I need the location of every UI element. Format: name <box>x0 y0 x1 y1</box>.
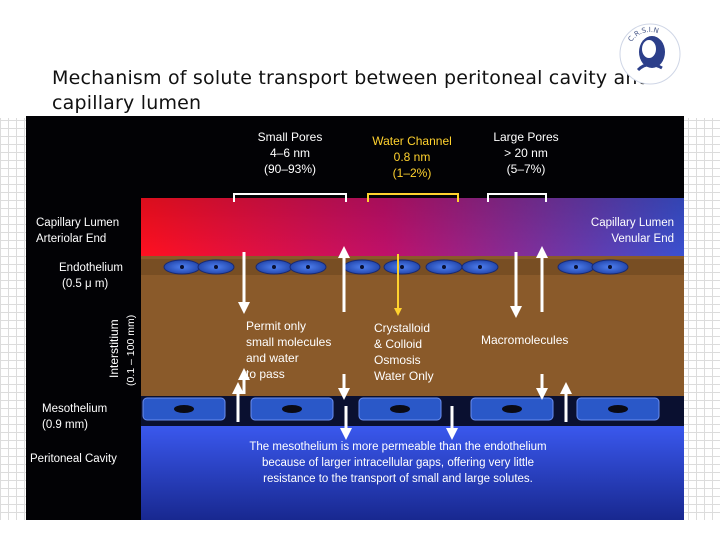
endothelial-cell <box>343 259 381 275</box>
mesothelium-size-label: (0.9 mm) <box>42 419 88 431</box>
mesothelial-cell <box>142 397 226 421</box>
mesothelium-label: Mesothelium <box>42 403 107 415</box>
slide-bottom-margin <box>0 520 720 540</box>
water-channel-text-line-2: & Colloid <box>374 337 422 351</box>
mesothelial-cells <box>142 397 660 421</box>
peritoneal-text-line-3: resistance to the transport of small and… <box>263 473 533 485</box>
endothelial-cell <box>425 259 463 275</box>
small-pores-size: 4–6 nm <box>270 146 310 160</box>
large-pores-bracket <box>487 193 547 202</box>
endothelial-cell <box>557 259 595 275</box>
slide-title: Mechanism of solute transport between pe… <box>52 67 650 114</box>
peritoneal-cavity-label: Peritoneal Cavity <box>30 453 117 465</box>
mesothelial-cell <box>470 397 554 421</box>
endothelial-cell <box>591 259 629 275</box>
large-pores-text: Macromolecules <box>481 333 568 347</box>
endothelium-label: Endothelium <box>59 262 123 274</box>
water-channel-size: 0.8 nm <box>394 150 431 164</box>
small-pores-fraction: (90–93%) <box>264 162 316 176</box>
interstitium <box>141 256 684 396</box>
endothelial-cell <box>197 259 235 275</box>
mesothelial-cell <box>358 397 442 421</box>
water-channel-text-line-4: Water Only <box>374 369 434 383</box>
peritoneal-text-line-2: because of larger intracellular gaps, of… <box>262 457 534 469</box>
large-pores-size: > 20 nm <box>504 146 548 160</box>
left-capillary-lumen-label: Capillary Lumen <box>36 217 119 229</box>
large-pores-fraction: (5–7%) <box>507 162 546 176</box>
pore-brackets <box>233 193 547 202</box>
crsin-logo: C.R.S.I.N <box>619 23 681 85</box>
interstitium-label: Interstitium <box>107 319 121 378</box>
right-capillary-lumen-label: Capillary Lumen <box>591 217 674 229</box>
water-channel-text-line-3: Osmosis <box>374 353 421 367</box>
endothelium-size-label: (0.5 μ m) <box>62 278 108 290</box>
water-channel-fraction: (1–2%) <box>393 166 432 180</box>
small-pores-text-line-3: and water <box>246 351 299 365</box>
mesothelial-cell <box>576 397 660 421</box>
endothelial-cell <box>289 259 327 275</box>
peritoneal-cavity <box>141 426 684 520</box>
interstitium-size-label: (0.1 – 100 mm) <box>125 315 137 386</box>
large-pores-name: Large Pores <box>493 130 558 144</box>
water-channel-bracket <box>367 193 459 202</box>
arteriolar-end-label: Arteriolar End <box>36 233 106 245</box>
endothelial-cell <box>383 259 421 275</box>
small-pores-text-line-1: Permit only <box>246 319 306 333</box>
mesothelial-cell <box>250 397 334 421</box>
endothelial-cells <box>163 259 629 275</box>
transport-arrows <box>232 246 572 440</box>
transport-diagram: Small Pores 4–6 nm (90–93%) Water Channe… <box>26 116 684 520</box>
small-pores-text-line-2: small molecules <box>246 335 331 349</box>
water-channel-text-line-1: Crystalloid <box>374 321 430 335</box>
title-area <box>0 0 720 118</box>
endothelial-cell <box>163 259 201 275</box>
small-pores-text-line-4: to pass <box>246 367 285 381</box>
venular-end-label: Venular End <box>611 233 674 245</box>
endothelial-cell <box>255 259 293 275</box>
small-pores-name: Small Pores <box>258 130 323 144</box>
small-pores-bracket <box>233 193 347 202</box>
water-channel-name: Water Channel <box>372 134 452 148</box>
peritoneal-text-line-1: The mesothelium is more permeable than t… <box>249 441 546 453</box>
endothelial-cell <box>461 259 499 275</box>
